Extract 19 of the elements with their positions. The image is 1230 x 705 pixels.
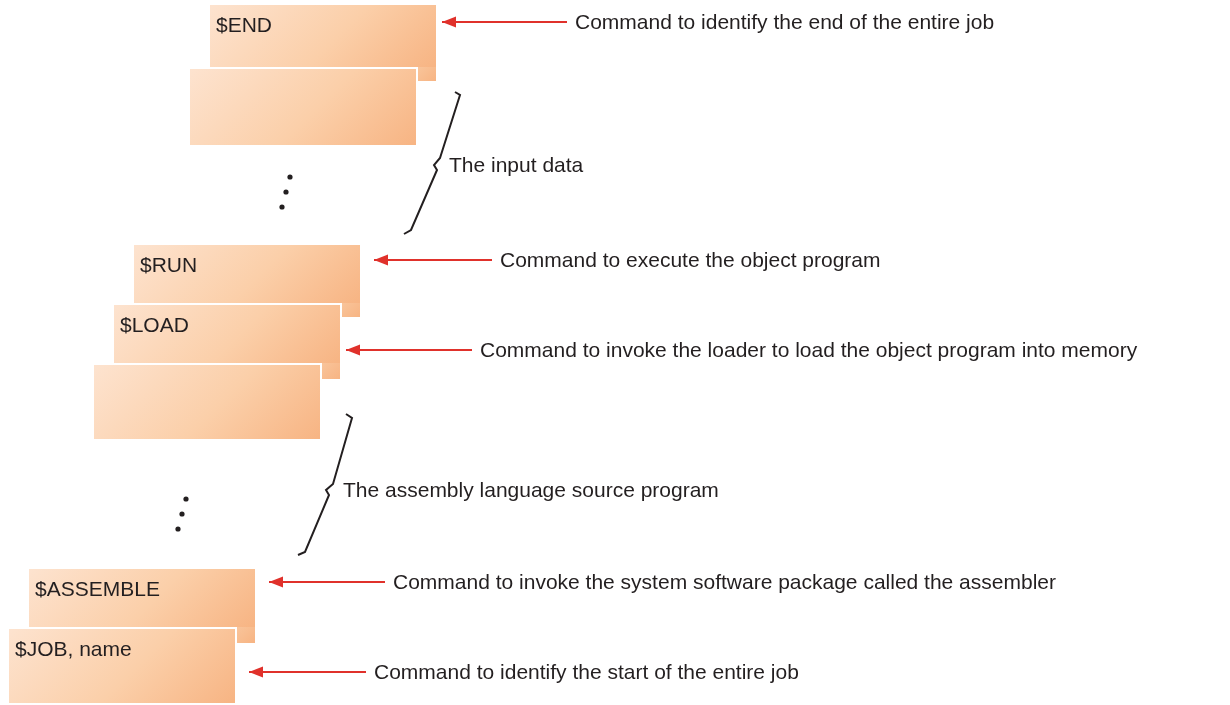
job-card: $JOB, name [7, 627, 237, 705]
arrow [373, 254, 493, 266]
arrow [248, 666, 367, 678]
blank-card [188, 67, 418, 147]
job-card: $ASSEMBLE [27, 567, 257, 627]
callout-text: Command to identify the start of the entire job [374, 660, 799, 684]
blank-card [92, 363, 322, 441]
job-card: $END [208, 3, 438, 67]
bracket-label: The input data [449, 153, 584, 177]
arrow [345, 344, 473, 356]
arrow [268, 576, 386, 588]
callout-text: Command to identify the end of the entire job [575, 10, 995, 34]
callout-text: Command to execute the object program [500, 248, 881, 272]
arrow [441, 16, 568, 28]
callout-text: Command to invoke the loader to load the object program into memory [480, 338, 1138, 362]
callout-text: Command to invoke the system software package called the assembler [393, 570, 1056, 594]
bracket-label: The assembly language source program [343, 478, 719, 502]
job-card: $RUN [132, 243, 362, 303]
job-card: $LOAD [112, 303, 342, 363]
